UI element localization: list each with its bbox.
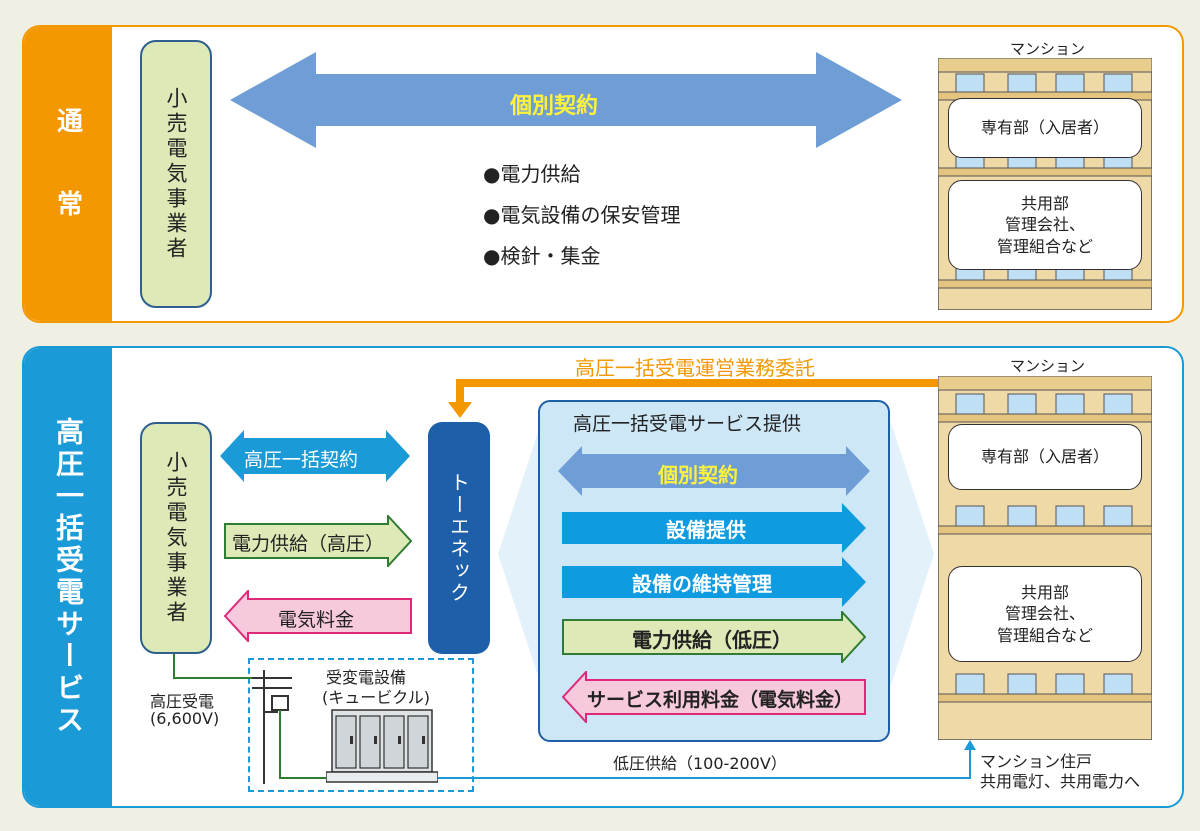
hv-receive-label: 高圧受電 <box>150 692 215 711</box>
building-title-top: マンション <box>1010 40 1086 58</box>
fee-arrow-left <box>224 590 412 642</box>
fee-label-left: 電気料金 <box>278 609 355 631</box>
equipment-provide-label: 設備提供 <box>666 518 746 542</box>
supplier-box-top: 小売電気事業者 <box>140 40 212 308</box>
service-contract-label: 個別契約 <box>658 463 738 487</box>
private-area-bottom-label: 専有部（入居者） <box>980 447 1109 467</box>
cubicle-icon <box>326 709 438 783</box>
power-lines <box>173 654 976 784</box>
normal-side-label: 通 常 <box>24 27 112 321</box>
service-fee-label: サービス利用料金（電気料金） <box>587 689 854 711</box>
toenec-label: トーエネック <box>446 472 471 604</box>
bulk-side-text: 高圧一括受電サービス <box>52 417 85 737</box>
bulk-side-label: 高圧一括受電サービス <box>24 348 112 806</box>
common-area-bottom: 共用部 管理会社、 管理組合など <box>948 566 1142 662</box>
common-area-bottom-title: 共用部 <box>1020 582 1069 602</box>
common-area-top-title: 共用部 <box>1020 193 1069 213</box>
maintenance-label: 設備の維持管理 <box>632 572 772 596</box>
destination-label-1: マンション住戸 <box>980 752 1093 771</box>
service-fee-arrow <box>562 671 866 723</box>
service-box-title: 高圧一括受電サービス提供 <box>573 413 802 435</box>
building-title-bottom: マンション <box>1010 357 1086 375</box>
lv-supply-label: 電力供給（低圧） <box>632 628 792 652</box>
supplier-box-bottom: 小売電気事業者 <box>140 422 212 654</box>
delegation-arrow <box>448 379 942 418</box>
service-contract-arrow <box>558 446 870 496</box>
normal-side-text: 通 常 <box>52 107 83 241</box>
delegation-label: 高圧一括受電運営業務委託 <box>575 356 815 380</box>
common-area-top-sub2: 管理組合など <box>996 236 1093 256</box>
private-area-top: 専有部（入居者） <box>948 98 1142 158</box>
equipment-provide-arrow <box>562 503 866 553</box>
lv-supply-arrow <box>562 611 866 663</box>
supplier-label-top: 小売電気事業者 <box>164 86 188 262</box>
common-area-bottom-sub1: 管理会社、 <box>1004 604 1085 624</box>
cubicle-title: 受変電設備 <box>326 668 407 687</box>
hv-contract-label: 高圧一括契約 <box>244 449 359 471</box>
maintenance-arrow <box>562 557 866 607</box>
supplier-label-bottom: 小売電気事業者 <box>164 450 188 626</box>
common-area-top-sub1: 管理会社、 <box>1004 215 1085 235</box>
hv-supply-label: 電力供給（高圧） <box>232 533 385 555</box>
service-item-3: ●検針・集金 <box>483 244 601 268</box>
common-area-top: 共用部 管理会社、 管理組合など <box>948 180 1142 270</box>
utility-pole-icon <box>252 670 292 784</box>
hv-voltage-label: (6,600V) <box>150 709 220 728</box>
contract-label-top: 個別契約 <box>510 94 599 119</box>
contract-arrow-top <box>230 52 902 148</box>
service-item-1: ●電力供給 <box>483 162 581 186</box>
service-item-2: ●電気設備の保安管理 <box>483 203 681 227</box>
private-area-bottom: 専有部（入居者） <box>948 424 1142 490</box>
cubicle-sub: (キュービクル) <box>322 688 431 707</box>
toenec-box: トーエネック <box>428 422 490 654</box>
common-area-bottom-sub2: 管理組合など <box>996 625 1093 645</box>
destination-label-2: 共用電灯、共用電力へ <box>980 772 1141 791</box>
cubicle-area <box>248 658 474 792</box>
private-area-top-label: 専有部（入居者） <box>980 118 1109 138</box>
lv-supply-note: 低圧供給（100-200V） <box>613 754 787 773</box>
hv-supply-arrow <box>224 515 412 567</box>
hv-contract-arrow <box>220 430 410 482</box>
